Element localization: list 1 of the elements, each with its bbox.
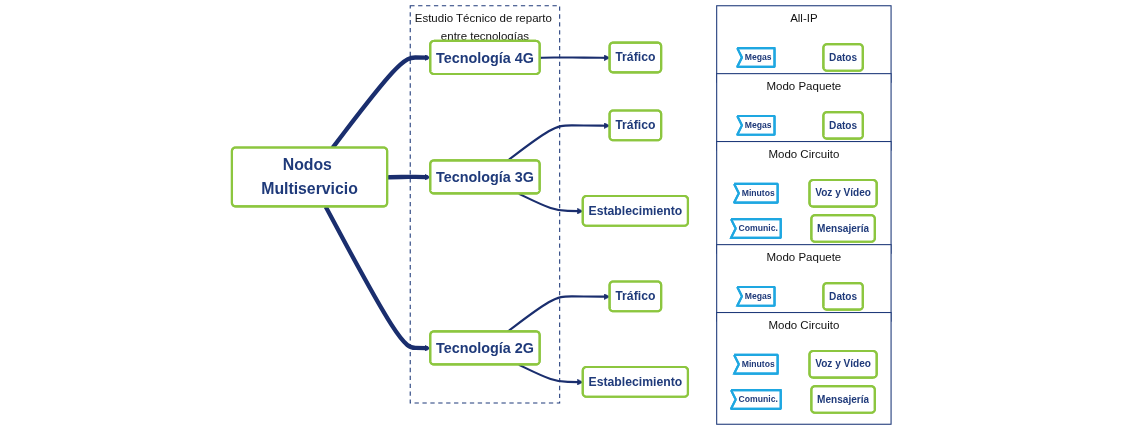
arrow	[387, 174, 431, 181]
